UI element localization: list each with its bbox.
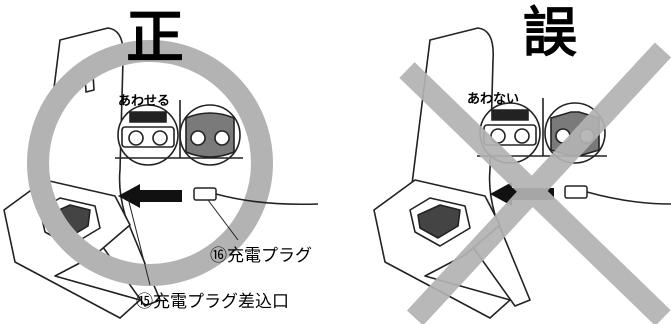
socket-comparison <box>115 100 243 166</box>
correct-illustration <box>3 27 319 319</box>
correct-panel: 正 あわせる ⑯充電プラグ ⑮充電プラグ差込口 <box>3 3 319 319</box>
correct-title: 正 <box>126 3 185 71</box>
wrong-title: 誤 <box>523 1 577 64</box>
charging-plug <box>127 187 319 286</box>
callout-plug: ⑯充電プラグ <box>210 246 312 266</box>
insert-arrow <box>118 184 182 208</box>
callout-port: ⑮充電プラグ差込口 <box>136 292 289 312</box>
correct-ring <box>27 40 273 286</box>
wrong-panel: 誤 あわない <box>345 0 671 324</box>
charging-plug <box>564 185 671 205</box>
wrong-cross <box>399 42 671 324</box>
nomatch-label: あわない <box>467 92 520 107</box>
match-label: あわせる <box>118 94 171 109</box>
wrong-illustration <box>373 27 671 324</box>
